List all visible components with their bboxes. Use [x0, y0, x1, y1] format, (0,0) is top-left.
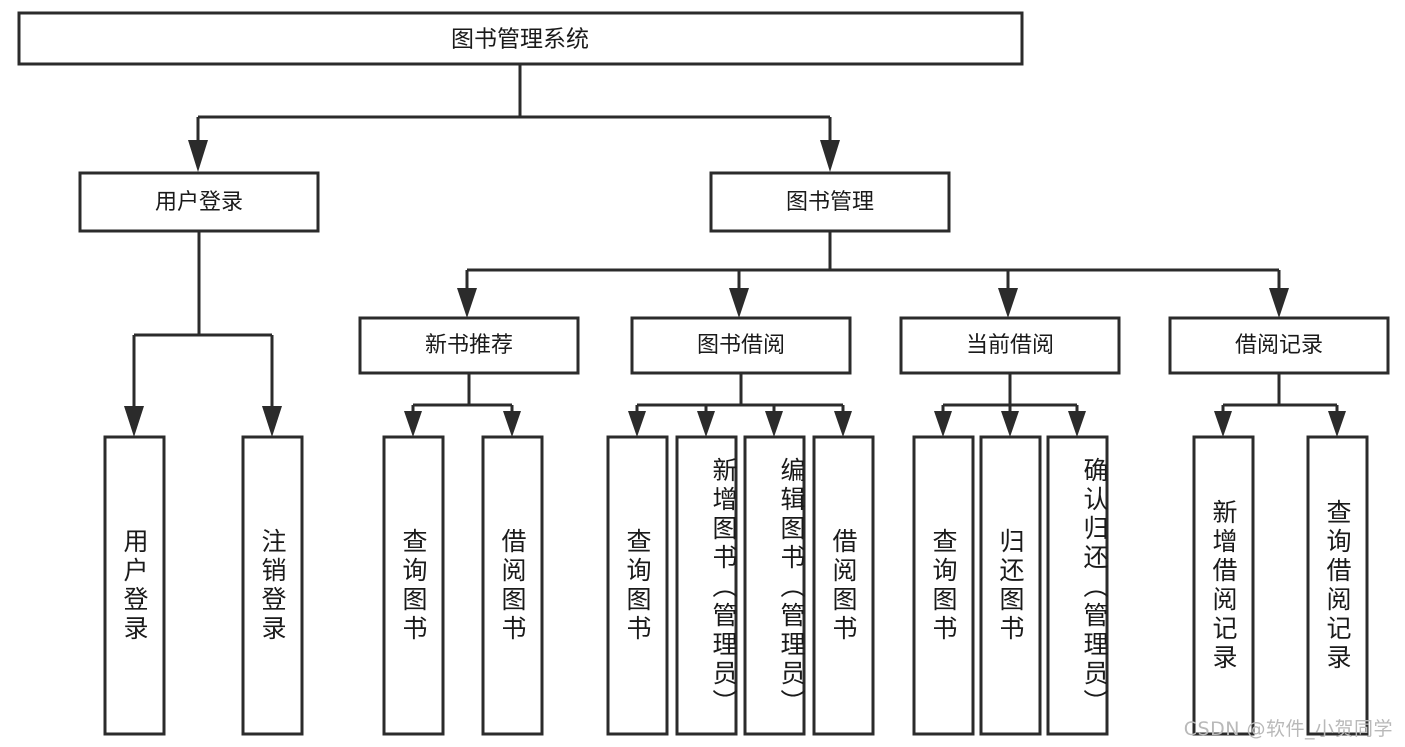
node-new-book-recommend[interactable]: 新书推荐: [358, 316, 580, 375]
current-borrow-label: 当前借阅: [966, 333, 1054, 358]
leaf-box-book-borrow-1[interactable]: [606, 435, 669, 736]
arrow-current-borrow-l1: [934, 411, 952, 437]
arrow-current-borrow-l2: [1001, 411, 1019, 437]
node-book-borrow[interactable]: 图书借阅: [630, 316, 852, 375]
borrow-record-label: 借阅记录: [1235, 333, 1323, 358]
arrow-to-book-mgmt: [820, 140, 840, 172]
arrow-user-login-leaf1: [124, 406, 144, 437]
leaf-box-borrow-record-1[interactable]: [1192, 435, 1255, 736]
leaf-box-user-login-2[interactable]: [241, 435, 304, 736]
node-borrow-record[interactable]: 借阅记录: [1168, 316, 1390, 375]
new-book-recommend-box: [358, 316, 580, 375]
arrow-book-borrow-l1: [628, 411, 646, 437]
current-borrow-box: [899, 316, 1121, 375]
arrow-borrow-record-l1: [1214, 411, 1232, 437]
node-book-management[interactable]: 图书管理: [709, 171, 951, 233]
leaf-box-current-borrow-1[interactable]: [912, 435, 975, 736]
root-box: [17, 11, 1024, 66]
arrow-user-login-leaf2: [262, 406, 282, 437]
leaf-box-user-login-1[interactable]: [103, 435, 166, 736]
arrow-book-borrow-l2: [697, 411, 715, 437]
leaf-box-book-borrow-3[interactable]: [743, 435, 806, 736]
node-current-borrow[interactable]: 当前借阅: [899, 316, 1121, 375]
leaf-box-new-book-1[interactable]: [382, 435, 445, 736]
borrow-record-box: [1168, 316, 1390, 375]
root-label: 图书管理系统: [451, 27, 589, 53]
leaf-box-book-borrow-2[interactable]: [675, 435, 738, 736]
arrow-to-current-borrow: [998, 288, 1018, 318]
book-management-label: 图书管理: [786, 190, 874, 215]
csdn-watermark: CSDN @软件_小贺同学: [1183, 718, 1393, 740]
book-borrow-box: [630, 316, 852, 375]
node-root[interactable]: 图书管理系统: [17, 11, 1024, 66]
book-management-box: [709, 171, 951, 233]
arrow-new-book-l2: [503, 411, 521, 437]
leaf-box-new-book-2[interactable]: [481, 435, 544, 736]
arrow-to-user-login: [188, 140, 208, 172]
leaf-box-current-borrow-2[interactable]: [979, 435, 1042, 736]
arrow-current-borrow-l3: [1068, 411, 1086, 437]
arrow-to-new-book: [457, 288, 477, 318]
arrow-to-book-borrow: [729, 288, 749, 318]
user-login-label: 用户登录: [155, 190, 243, 215]
arrow-book-borrow-l4: [834, 411, 852, 437]
new-book-recommend-label: 新书推荐: [425, 333, 513, 358]
arrow-book-borrow-l3: [765, 411, 783, 437]
arrow-new-book-l1: [404, 411, 422, 437]
leaf-box-book-borrow-4[interactable]: [812, 435, 875, 736]
leaf-box-current-borrow-3[interactable]: [1046, 435, 1109, 736]
arrow-borrow-record-l2: [1328, 411, 1346, 437]
book-borrow-label: 图书借阅: [697, 333, 785, 358]
arrow-to-borrow-record: [1269, 288, 1289, 318]
node-user-login[interactable]: 用户登录: [78, 171, 320, 233]
leaf-box-borrow-record-2[interactable]: [1306, 435, 1369, 736]
